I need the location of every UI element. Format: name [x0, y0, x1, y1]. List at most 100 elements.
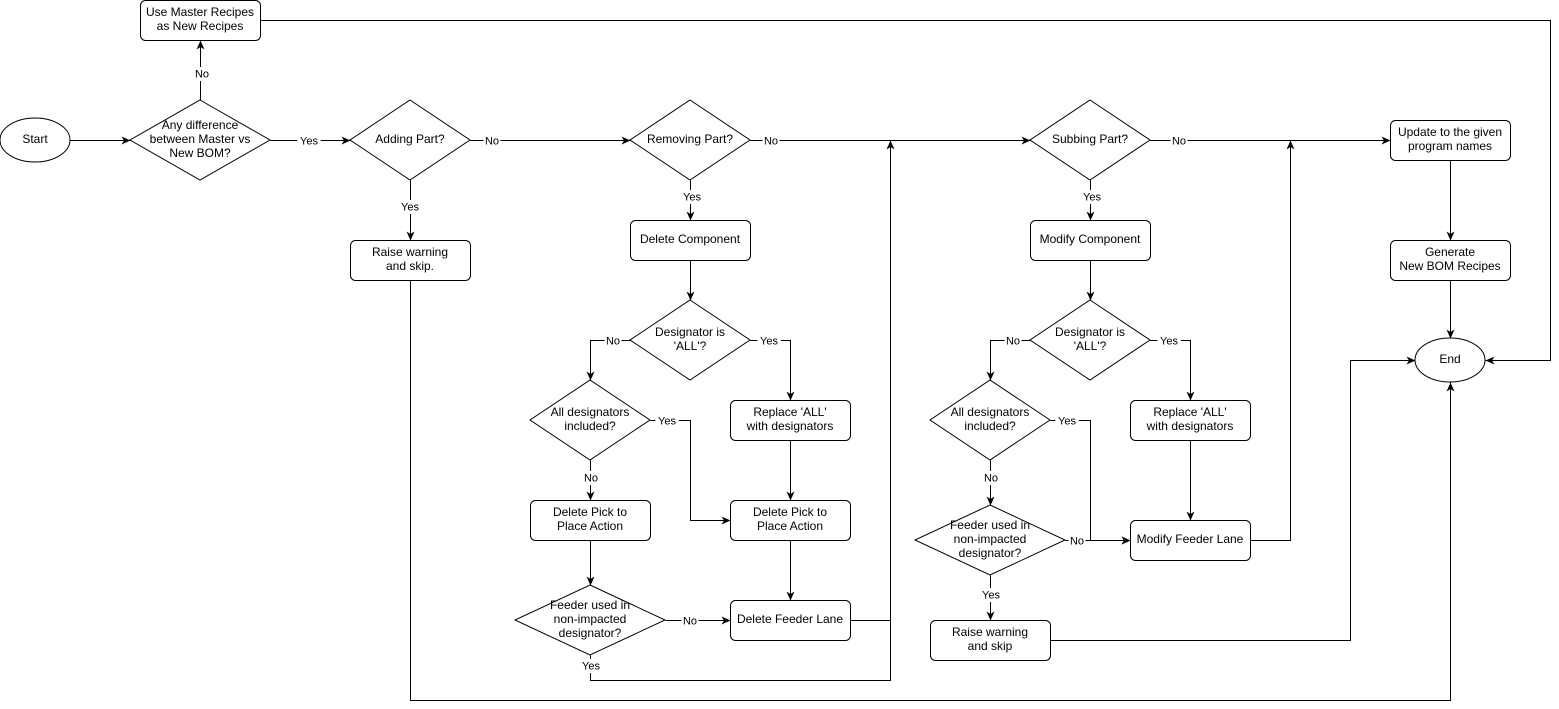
- edge-label-bg-any-diff-yes-to-adding: [297, 134, 321, 148]
- feeder-used-2-label-line-2: non-impacted: [954, 532, 1027, 546]
- edge-label-all-included-2-yes-to-modify-feeder: Yes: [1058, 415, 1076, 427]
- edge-label-bg-feeder-used-2-no-to-modify-feeder: [1068, 534, 1086, 548]
- adding-label: Adding Part?: [375, 132, 445, 146]
- replace-all-2-box: [1130, 400, 1251, 441]
- edge-label-bg-designator-all-2-yes-to-replace-all-2: [1157, 334, 1181, 348]
- feeder-used-1-diamond: [513, 584, 667, 656]
- adding-diamond: [349, 99, 471, 181]
- edge-label-bg-feeder-used-1-yes-to-main-line: [579, 659, 603, 673]
- feeder-used-1-label-line-1: Feeder used in: [550, 598, 630, 612]
- update-names-label-line-2: program names: [1408, 139, 1492, 153]
- update-names-box: [1390, 120, 1511, 161]
- end-node: End: [1414, 337, 1486, 383]
- any-diff-label-line-2: between Master vs: [150, 132, 251, 146]
- generate-box: [1390, 240, 1511, 281]
- any-diff-label-line-3: New BOM?: [169, 146, 231, 160]
- feeder-used-2-diamond: [913, 504, 1067, 576]
- subbing-diamond: [1029, 99, 1151, 181]
- edge-label-subbing-no-to-update-names: No: [1172, 135, 1186, 147]
- edge-label-adding-yes-to-raise-warn: Yes: [401, 201, 419, 213]
- edge-label-bg-any-diff-no-to-use-master: [193, 67, 211, 81]
- edge-label-bg-designator-all-1-yes-to-replace-all-1: [757, 334, 781, 348]
- edge-label-subbing-yes-to-modify-component: Yes: [1083, 191, 1101, 203]
- edge-label-any-diff-yes-to-adding: Yes: [300, 135, 318, 147]
- designator-all-1-label-line-2: 'ALL'?: [674, 339, 707, 353]
- edge-label-bg-all-included-2-yes-to-modify-feeder: [1055, 414, 1079, 428]
- raise-warn-skip-1-box: [350, 240, 471, 281]
- delete-component-label: Delete Component: [640, 232, 741, 246]
- feeder-used-1-label-line-2: non-impacted: [554, 612, 627, 626]
- replace-all-1-label-line-2: with designators: [746, 419, 834, 433]
- any-diff-label-line-1: Any difference: [162, 118, 239, 132]
- feeder-used-2-label-line-1: Feeder used in: [950, 518, 1030, 532]
- start-label: Start: [22, 132, 48, 146]
- removing-diamond: [629, 99, 751, 181]
- replace-all-2-label-line-1: Replace 'ALL': [1153, 405, 1226, 419]
- edge-label-bg-removing-yes-to-delete-component: [680, 190, 704, 204]
- update-names-label-line-1: Update to the given: [1398, 125, 1502, 139]
- subbing-label: Subbing Part?: [1052, 132, 1128, 146]
- edge-label-bg-feeder-used-2-yes-to-raise-warn-2: [979, 588, 1003, 602]
- delete-component-box: [630, 220, 751, 261]
- designator-all-1-diamond: [629, 299, 751, 381]
- edge-label-removing-no-to-subbing: No: [764, 135, 778, 147]
- use-master-label-line-2: as New Recipes: [157, 19, 244, 33]
- feeder-used-2-label-line-3: designator?: [959, 546, 1022, 560]
- edge-label-bg-adding-yes-to-raise-warn: [398, 200, 422, 214]
- edge-label-bg-feeder-used-1-no-to-delete-feeder: [681, 614, 699, 628]
- delete-feeder-label: Delete Feeder Lane: [737, 612, 843, 626]
- start-ellipse: [0, 117, 71, 163]
- delete-pick-left-box: [530, 500, 651, 541]
- removing-label: Removing Part?: [647, 132, 733, 146]
- delete-pick-right-box: [730, 500, 851, 541]
- use-master-box: [140, 0, 261, 41]
- end-label: End: [1439, 352, 1460, 366]
- delete-pick-right-label-line-2: Place Action: [757, 519, 823, 533]
- modify-feeder-label: Modify Feeder Lane: [1137, 532, 1244, 546]
- raise-warn-skip-1-label-line-1: Raise warning: [372, 245, 448, 259]
- adding-node: Adding Part?: [349, 99, 471, 181]
- edge-designator-all-2-yes-to-replace-all-2: [1150, 340, 1195, 401]
- replace-all-1-box: [730, 400, 851, 441]
- designator-all-2-diamond: [1029, 299, 1151, 381]
- raise-warn-skip-2-label-line-1: Raise warning: [952, 625, 1028, 639]
- edge-label-bg-designator-all-2-no-to-all-included-2: [1004, 334, 1022, 348]
- delete-pick-right-label-line-1: Delete Pick to: [753, 505, 827, 519]
- removing-node: Removing Part?: [629, 99, 751, 181]
- edge-label-all-included-1-yes-to-delete-pick-right: Yes: [658, 415, 676, 427]
- replace-all-1-label-line-1: Replace 'ALL': [753, 405, 826, 419]
- edge-label-bg-all-included-1-no-to-delete-pick-left: [582, 471, 600, 485]
- raise-warn-skip-1-label-line-2: and skip.: [386, 259, 434, 273]
- designator-all-1-label-line-1: Designator is: [655, 325, 725, 339]
- edge-label-feeder-used-1-yes-to-main-line: Yes: [582, 660, 600, 672]
- edge-label-designator-all-2-no-to-all-included-2: No: [1006, 335, 1020, 347]
- edge-label-bg-adding-no-to-removing: [483, 134, 501, 148]
- edge-modify-feeder-to-main-line: [1250, 140, 1295, 541]
- edge-label-bg-subbing-yes-to-modify-component: [1080, 190, 1104, 204]
- edge-label-bg-all-included-2-no-to-feeder-used-2: [982, 471, 1000, 485]
- subbing-node: Subbing Part?: [1029, 99, 1151, 181]
- edge-label-all-included-1-no-to-delete-pick-left: No: [584, 472, 598, 484]
- replace-all-2-label-line-2: with designators: [1146, 419, 1234, 433]
- any-diff-diamond: [128, 99, 272, 181]
- edge-label-designator-all-1-no-to-all-included-1: No: [606, 335, 620, 347]
- edge-label-any-diff-no-to-use-master: No: [195, 68, 209, 80]
- modify-component-label: Modify Component: [1040, 232, 1141, 246]
- designator-all-2-label-line-2: 'ALL'?: [1074, 339, 1107, 353]
- edge-use-master-to-end: [260, 20, 1551, 365]
- edge-label-adding-no-to-removing: No: [485, 135, 499, 147]
- edge-label-feeder-used-2-no-to-modify-feeder: No: [1070, 535, 1084, 547]
- modify-feeder-box: [1130, 520, 1251, 561]
